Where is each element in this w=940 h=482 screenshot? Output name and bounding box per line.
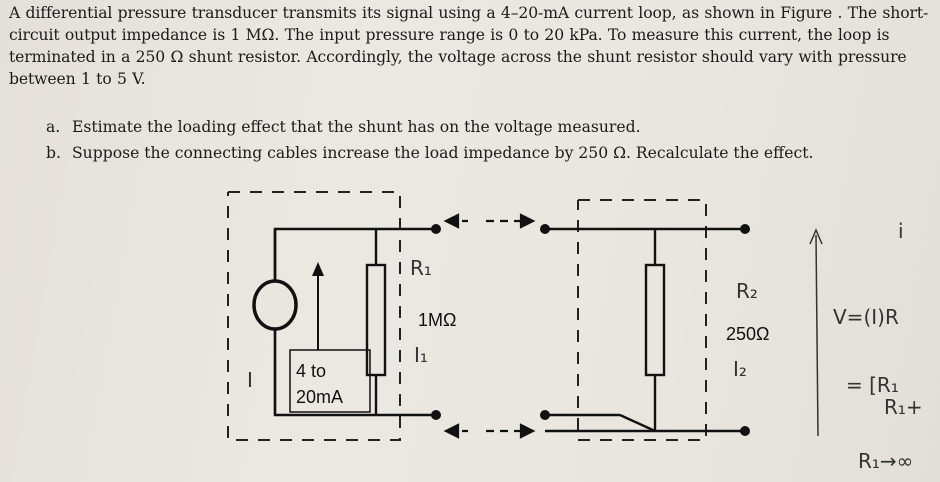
cable-top — [443, 213, 536, 229]
shunt-resistor — [644, 263, 666, 377]
question-b-label: b. — [46, 144, 61, 162]
receiver-dashed-box — [577, 199, 707, 441]
handwritten-formula-3: R₁+ — [884, 395, 923, 419]
handwritten-formula-1: V=(I)R — [833, 305, 899, 329]
question-a-text: Estimate the loading effect that the shu… — [72, 118, 641, 136]
handwritten-r1: R₁ — [410, 256, 432, 280]
handwritten-r2: R₂ — [736, 279, 758, 303]
current-arrow — [312, 262, 324, 355]
current-source — [252, 229, 298, 415]
handwritten-i1: I₁ — [414, 343, 428, 367]
output-impedance-label: 1MΩ — [418, 310, 456, 330]
terminals — [431, 224, 750, 436]
handwritten-i-prime: i — [898, 219, 904, 243]
handwritten-i: I — [247, 368, 253, 392]
cable-bottom — [443, 423, 536, 439]
handwritten-formula-4: R₁→∞ — [858, 449, 913, 473]
question-b: b. Suppose the connecting cables increase… — [46, 142, 813, 164]
transducer-dashed-box — [227, 191, 401, 441]
shunt-resistance-label: 250Ω — [726, 324, 770, 344]
receiver-circuit — [545, 227, 745, 433]
handwritten-bracket — [809, 228, 823, 437]
question-b-text: Suppose the connecting cables increase t… — [72, 144, 814, 162]
handwritten-formula-2: = [R₁ — [846, 373, 899, 397]
question-a-label: a. — [46, 118, 61, 136]
problem-statement: A differential pressure transducer trans… — [9, 4, 929, 88]
source-label-line2: 20mA — [296, 387, 343, 407]
source-label-line1: 4 to — [296, 361, 326, 381]
source-label-box — [289, 349, 371, 413]
output-impedance-resistor — [365, 263, 387, 377]
handwritten-i2: I₂ — [733, 357, 747, 381]
question-a: a. Estimate the loading effect that the s… — [46, 116, 641, 138]
